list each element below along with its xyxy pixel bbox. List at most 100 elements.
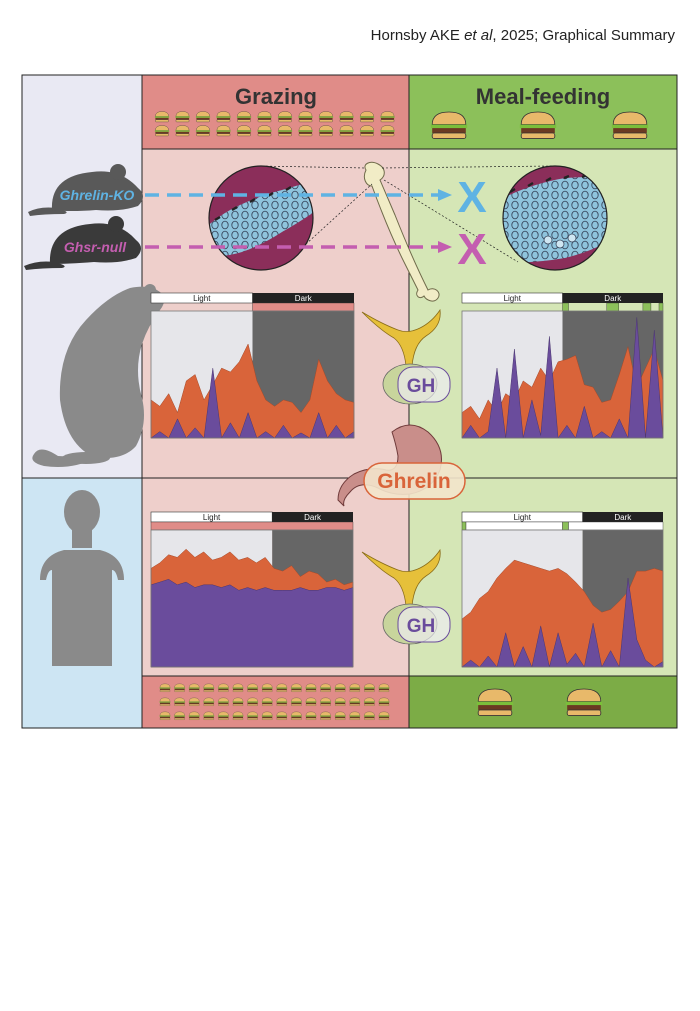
burger-icon [261,683,273,692]
dark-phase-label: Dark [295,294,313,303]
gh-label-rodent: GH [407,376,436,397]
gh-trace [461,317,664,439]
pituitary-icon [361,548,451,645]
citation: Hornsby AKE et al, 2025; Graphical Summa… [370,27,675,44]
burger-icon [380,125,395,137]
burger-icon [277,111,293,123]
burger-icon [236,111,252,123]
burger-icon [519,111,557,140]
burger-icon [334,683,346,692]
burger-icon [246,697,259,706]
gh-trace [150,368,355,439]
burger-icon [195,125,211,137]
dark-phase-bar [582,512,663,522]
dark-phase-bar [272,512,353,522]
chart-frame [461,529,664,668]
burger-icon [349,683,361,692]
chart-frame [150,310,355,439]
burger-icon [232,697,244,706]
burger-icon [203,711,215,720]
burger-icon [334,711,346,720]
meal-timing-bar [562,302,569,312]
dark-phase-bar [562,293,663,303]
light-phase-label: Light [514,513,532,522]
burger-icon [232,711,244,720]
burger-icon [319,683,332,692]
burger-icon [246,683,259,692]
burger-icon [359,125,375,137]
meal-timing-bar [658,302,664,312]
burger-icon [159,697,171,706]
meal-feeding-header-label: Meal-feeding [476,84,610,109]
burger-icon [349,711,361,720]
burger-icon [339,111,354,123]
burger-icon [276,683,288,692]
burger-icon [175,111,190,123]
light-phase-label: Light [193,294,211,303]
burger-icon [188,683,200,692]
ghrelin-ko-x-mark: X [457,173,486,222]
gh-trace [150,579,354,668]
burger-icon [232,683,244,692]
burger-icon [276,697,288,706]
meal-feeding-footer-background [409,676,677,728]
burger-icon [363,697,376,706]
light-phase-label: Light [504,294,522,303]
dark-phase-label: Dark [604,294,622,303]
burger-icon [290,711,303,720]
burger-icon [195,111,211,123]
mouse-icon [24,216,142,270]
burger-icon [154,125,170,137]
gh-trace [461,577,664,668]
ghsr-null-x-mark: X [457,225,486,274]
gh-label-human: GH [407,616,436,637]
meal-timing-bar [568,521,664,531]
grazing-header-label: Grazing [235,84,317,109]
burger-icon [565,688,603,717]
growth-plate-grazing [208,165,314,271]
burger-icon [298,125,313,137]
burger-icon [175,125,190,137]
burger-icon [188,697,200,706]
burger-icon [173,683,186,692]
burger-icon [378,683,390,692]
burger-icon [173,697,186,706]
ghrelin-ko-label: Ghrelin-KO [60,187,135,203]
burger-icon [305,683,317,692]
ghrelin-badge [363,462,466,500]
burger-icon [318,111,334,123]
burger-icon [159,711,171,720]
burger-icon [188,711,200,720]
burger-icon [217,683,230,692]
burger-icon [363,683,376,692]
meal-timing-bar [606,302,619,312]
burger-icon [236,125,252,137]
burger-icon [359,111,375,123]
chart-frame [150,529,354,668]
burger-icon [261,711,273,720]
burger-icon [378,711,390,720]
meal-timing-bar [562,521,569,531]
human-icon [40,490,124,666]
burger-icon [349,697,361,706]
burger-icon [319,697,332,706]
burger-icon [216,125,231,137]
ghrelin-ko-arrow [145,189,452,201]
ghsr-null-label: Ghsr-null [64,239,127,255]
burger-icon [318,125,334,137]
burger-icon [290,697,303,706]
burger-icon [159,683,171,692]
burger-icon [305,697,317,706]
mouse-icon [28,164,144,216]
burger-icon [257,125,272,137]
burger-icon [363,711,376,720]
chart-rodent-meal-feeding: Light Dark [461,292,664,439]
burger-icon [476,688,514,717]
burger-icon [261,697,273,706]
burger-icon [203,683,215,692]
burger-icon [298,111,313,123]
pituitary-icon [361,308,451,405]
burger-icon [319,711,332,720]
